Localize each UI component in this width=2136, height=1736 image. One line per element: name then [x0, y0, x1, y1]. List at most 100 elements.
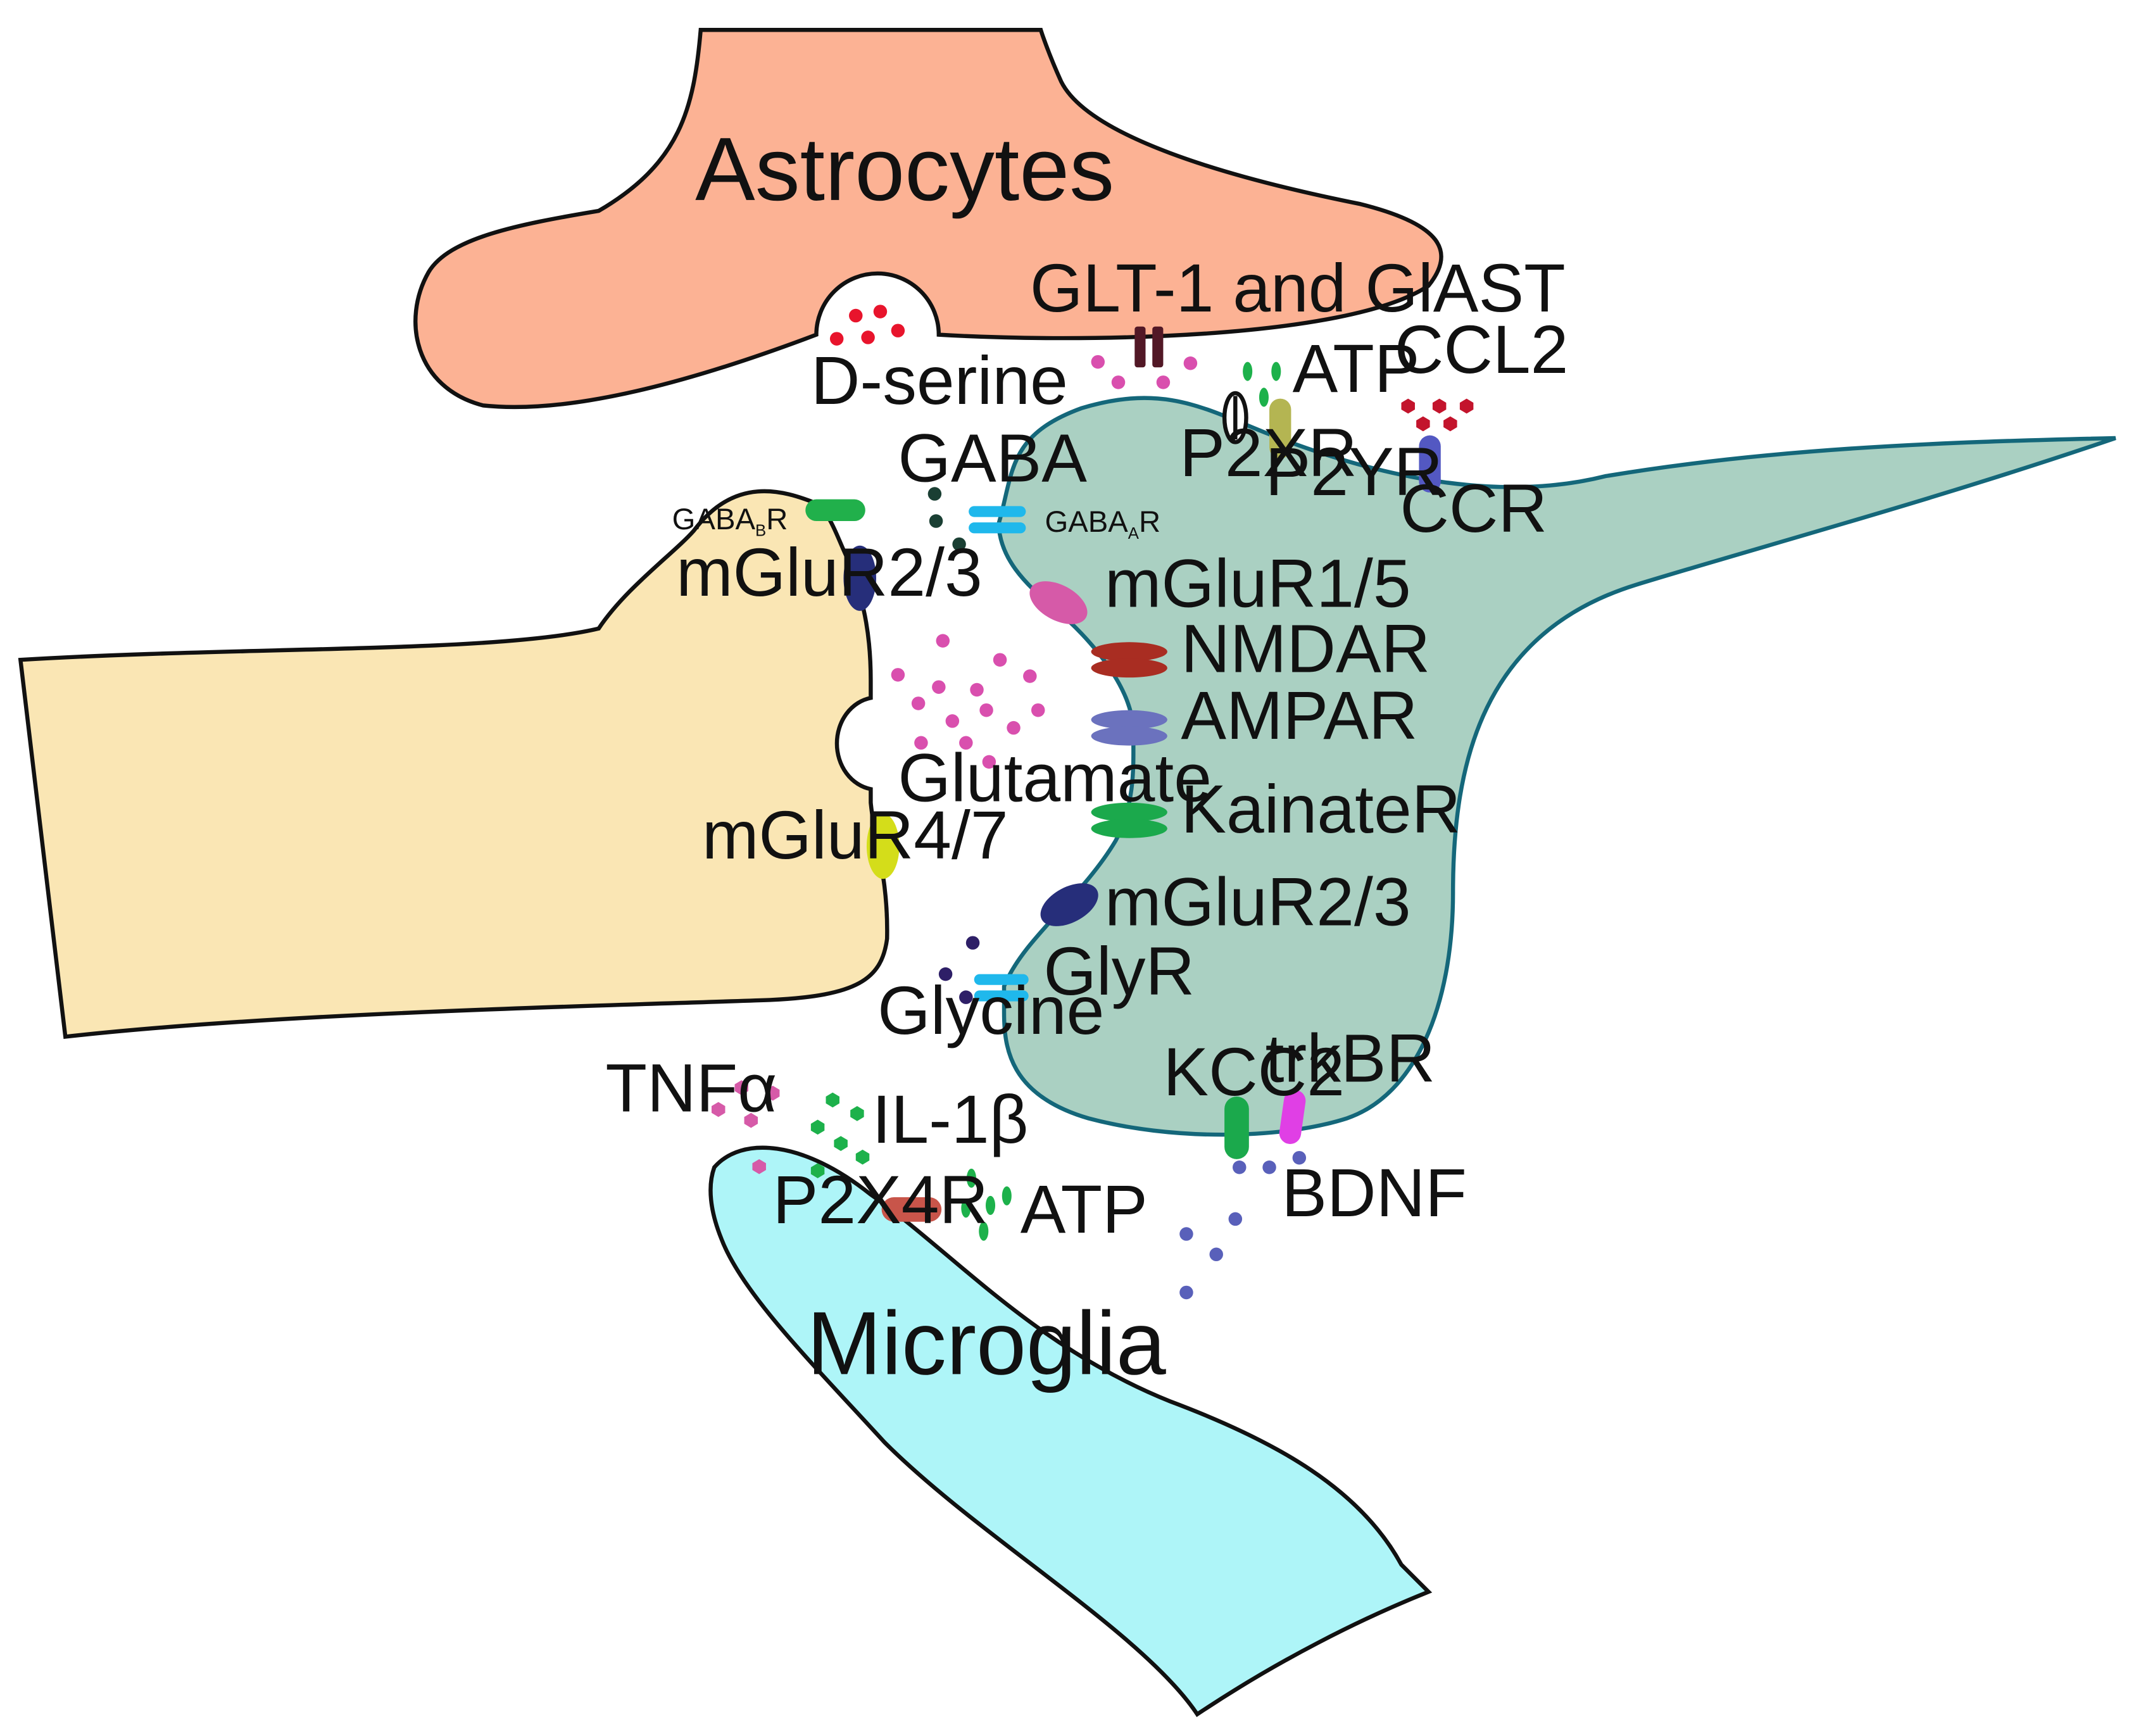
tnfa-dot [765, 1085, 780, 1101]
d-serine-label: D-serine [811, 343, 1068, 418]
glt-transporter-bar [1152, 326, 1164, 368]
il1b-dot [855, 1149, 870, 1165]
il1b-dot [826, 1092, 839, 1108]
tnfa-dot [711, 1102, 726, 1117]
bdnf-dot [1262, 1160, 1276, 1174]
ccr-label: CCR [1400, 470, 1547, 546]
glutamate-label: Glutamate [898, 740, 1212, 816]
nmdar-subunit [1091, 642, 1167, 662]
glycine-label: Glycine [877, 972, 1104, 1048]
gabaa-receptor-label: GABAAR [1045, 505, 1160, 543]
mglur47-label: mGluR4/7 [702, 797, 1008, 873]
nmdar-label: NMDAR [1181, 611, 1430, 687]
atp-dot [979, 1221, 989, 1241]
gabaa-bar [969, 522, 1026, 534]
p2xr-label: P2XR [1179, 415, 1357, 491]
trkbr-receptor [1279, 1090, 1306, 1144]
gabaa-receptor [969, 506, 1026, 534]
mglur23-post-receptor [1040, 883, 1098, 926]
microglia-title: Microglia [807, 1293, 1166, 1393]
glutamate-dot [936, 634, 950, 648]
ccl2-label: CCL2 [1395, 311, 1569, 387]
tnfa-dot [744, 1112, 758, 1128]
il1b-dot [810, 1119, 825, 1135]
glutamate-dot [945, 714, 960, 728]
gabaa-label-end: R [1139, 505, 1160, 539]
bdnf-label: BDNF [1281, 1155, 1466, 1231]
gaba-dot [952, 537, 966, 551]
ccl2-dot [1401, 398, 1415, 414]
gabab-receptor [805, 499, 865, 522]
bdnf-dot [1233, 1160, 1247, 1174]
glutamate-dot [1023, 669, 1037, 683]
glyr-label: GlyR [1043, 933, 1195, 1009]
p2yr-label: P2YR [1266, 434, 1443, 510]
kainater-receptor [1091, 802, 1167, 838]
glyr-receptor [974, 974, 1029, 1002]
ampar-receptor [1091, 710, 1167, 746]
glutamate-dots [891, 634, 1045, 769]
atp-dot [1243, 362, 1253, 381]
il1b-dot [850, 1106, 864, 1121]
glutamate-dot [1007, 720, 1021, 735]
glt-transporter-bar [1134, 326, 1146, 368]
d-serine-dot [873, 305, 888, 318]
atp-dots-bottom [961, 1168, 1012, 1241]
glutamate-dot [914, 736, 928, 750]
atp-top-label: ATP [1293, 330, 1420, 406]
il1b-dot [834, 1136, 848, 1151]
nmdar-subunit [1091, 658, 1167, 678]
gaba-dots [927, 487, 966, 551]
atp-dot [985, 1195, 996, 1215]
bdnf-dot [1209, 1247, 1223, 1262]
nmdar-receptor [1091, 642, 1167, 678]
kcc2-label: KCC2 [1163, 1034, 1345, 1110]
glycine-dot [965, 936, 980, 950]
d-serine-dot [849, 308, 863, 323]
astrocytes-title: Astrocytes [695, 120, 1114, 220]
atp-bottom-label: ATP [1021, 1171, 1148, 1247]
glt-substrate-dots [1091, 355, 1198, 389]
kcc2-receptor [1224, 1097, 1249, 1159]
mglur47-receptor [866, 814, 900, 879]
gabab-label-main: GABA [672, 503, 756, 536]
ampar-subunit [1091, 726, 1167, 746]
kainater-subunit [1091, 802, 1167, 822]
microglia [708, 1145, 1433, 1718]
il1b-label: IL-1β [872, 1081, 1029, 1157]
gaba-dot [929, 514, 943, 528]
glutamate-dot [979, 703, 993, 717]
gabaa-label-sub: A [1128, 525, 1140, 543]
p2x4r-label: P2X4R [773, 1162, 988, 1238]
gaba-label: GABA [898, 420, 1087, 496]
bdnf-dot [1179, 1285, 1193, 1300]
glutamate-dot [982, 755, 996, 769]
postsynaptic-neuron [996, 396, 2116, 1137]
p2xr-receptor [1222, 391, 1248, 444]
gabab-receptor-label: GABABR [672, 503, 788, 540]
mglur23-pre-label: mGluR2/3 [676, 534, 983, 610]
tnfa-dot [752, 1159, 766, 1174]
glutamate-dot [1031, 703, 1045, 717]
ccl2-dot [1432, 398, 1447, 414]
glyr-bar [974, 974, 1029, 985]
ampar-subunit [1091, 710, 1167, 729]
gabaa-label-main: GABA [1045, 505, 1128, 539]
d-serine-dot [861, 330, 875, 344]
ccl2-dot [1459, 398, 1474, 414]
glutamate-dot [993, 653, 1007, 667]
presynaptic-terminal [18, 489, 889, 1040]
bdnf-dot [1228, 1212, 1243, 1226]
glycine-dot [938, 967, 953, 981]
glutamate-dot [959, 736, 973, 750]
tnfa-label: TNFα [605, 1050, 777, 1126]
bdnf-dots [1179, 1150, 1307, 1300]
d-serine-dots [829, 305, 905, 346]
mglur23-pre-receptor [843, 545, 877, 611]
atp-dot [961, 1198, 971, 1218]
glt1-glast-transporter [1134, 326, 1164, 368]
d-serine-dot [829, 332, 844, 346]
glt-substrate-dot [1183, 356, 1198, 370]
atp-dot [1259, 387, 1269, 407]
